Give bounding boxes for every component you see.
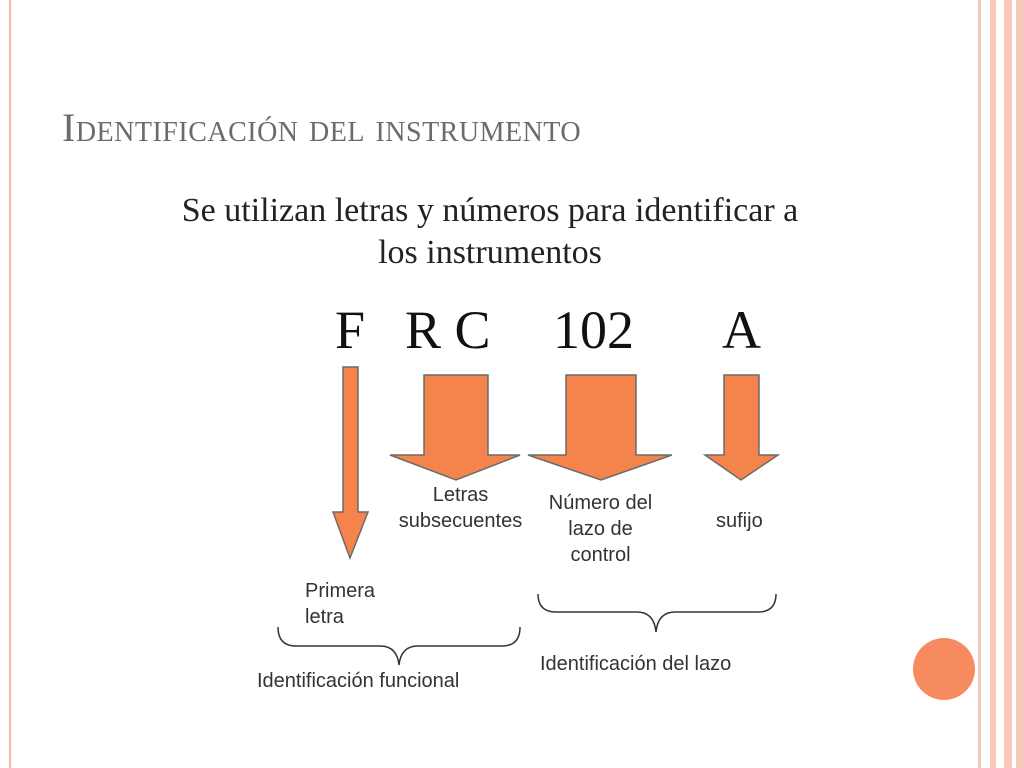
label-sufijo: sufijo: [716, 510, 763, 532]
tag-letters-subsequent: R C: [405, 300, 491, 360]
brace-identificacion-lazo: [537, 593, 777, 633]
right-border-stripe: [978, 0, 981, 768]
tag-suffix: A: [722, 300, 761, 360]
label-letras-subsecuentes: Letras subsecuentes: [398, 484, 523, 532]
tag-loop-number: 102: [553, 300, 634, 360]
right-border-stripe: [990, 0, 996, 768]
right-border-stripe: [1004, 0, 1012, 768]
slide-title: Identificación del instrumento: [62, 105, 582, 150]
tag-letter-first: F: [335, 300, 366, 360]
arrow-letras-subsecuentes: [389, 374, 521, 481]
label-numero-lazo: Número del lazo de control: [548, 492, 653, 566]
slide-subtitle: Se utilizan letras y números para identi…: [181, 192, 799, 271]
left-border-line: [9, 0, 11, 768]
label-primera-letra: Primera letra: [305, 580, 376, 628]
arrow-sufijo: [702, 374, 781, 481]
label-identificacion-funcional: Identificación funcional: [257, 670, 460, 692]
label-identificacion-lazo: Identificación del lazo: [540, 653, 732, 675]
brace-identificacion-funcional: [277, 626, 521, 666]
arrow-numero-lazo: [527, 374, 673, 481]
arrow-primera-letra: [331, 366, 370, 561]
right-border-stripe: [1016, 0, 1024, 768]
accent-circle: [913, 638, 975, 700]
